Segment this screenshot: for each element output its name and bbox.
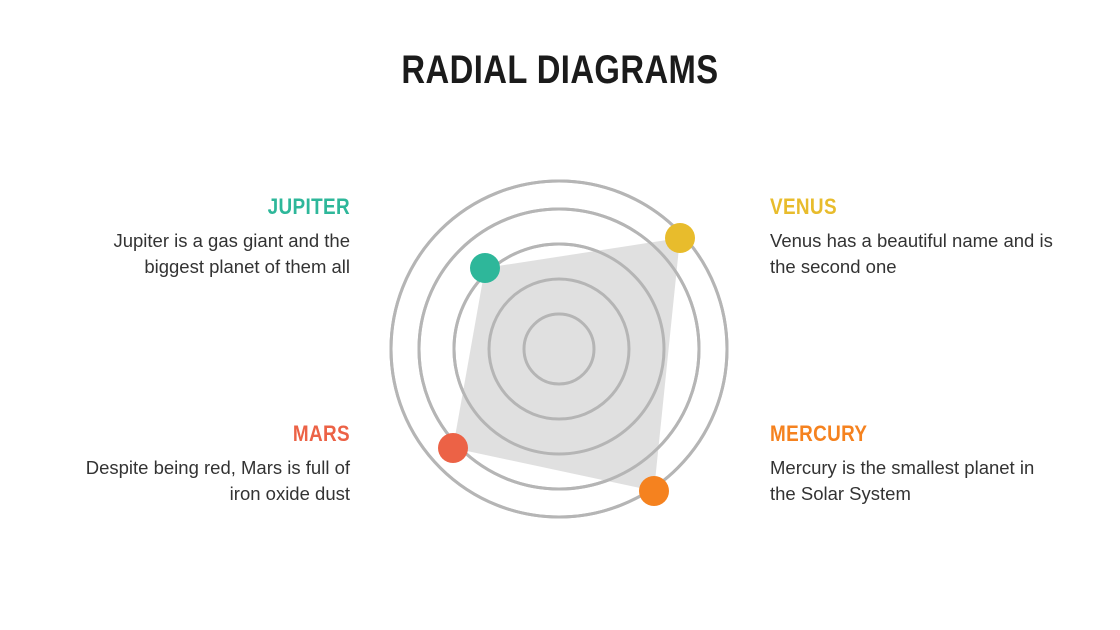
- grid-ring-4-overlay: [417, 207, 701, 491]
- planet-description-mercury: Mercury is the smallest planet in the So…: [770, 457, 1035, 505]
- data-point-jupiter[interactable]: [470, 253, 500, 283]
- grid-ring-3-overlay: [452, 242, 666, 456]
- label-block-jupiter: JUPITER Jupiter is a gas giant and the b…: [60, 194, 350, 281]
- grid-ring-2: [487, 277, 631, 421]
- planet-name-mercury: MERCURY: [770, 421, 868, 446]
- planet-description-jupiter: Jupiter is a gas giant and the biggest p…: [113, 230, 350, 278]
- label-block-venus: VENUS Venus has a beautiful name and is …: [770, 194, 1060, 281]
- data-point-venus[interactable]: [665, 223, 695, 253]
- radial-chart: [370, 160, 750, 540]
- label-block-mars: MARS Despite being red, Mars is full of …: [60, 421, 350, 508]
- chart-grid-rings-overlay: [389, 179, 729, 519]
- planet-name-mars: MARS: [292, 421, 350, 446]
- data-point-mercury[interactable]: [639, 476, 669, 506]
- planet-description-venus: Venus has a beautiful name and is the se…: [770, 230, 1053, 278]
- planet-name-venus: VENUS: [770, 194, 837, 219]
- planet-description-mars: Despite being red, Mars is full of iron …: [85, 457, 350, 505]
- planet-name-jupiter: JUPITER: [267, 194, 350, 219]
- data-point-mars[interactable]: [438, 433, 468, 463]
- page-title: RADIAL DIAGRAMS: [401, 48, 719, 92]
- grid-ring-1: [522, 312, 596, 386]
- grid-ring-5-overlay: [389, 179, 729, 519]
- label-block-mercury: MERCURY Mercury is the smallest planet i…: [770, 421, 1060, 508]
- chart-grid-rings-inner: [487, 277, 631, 421]
